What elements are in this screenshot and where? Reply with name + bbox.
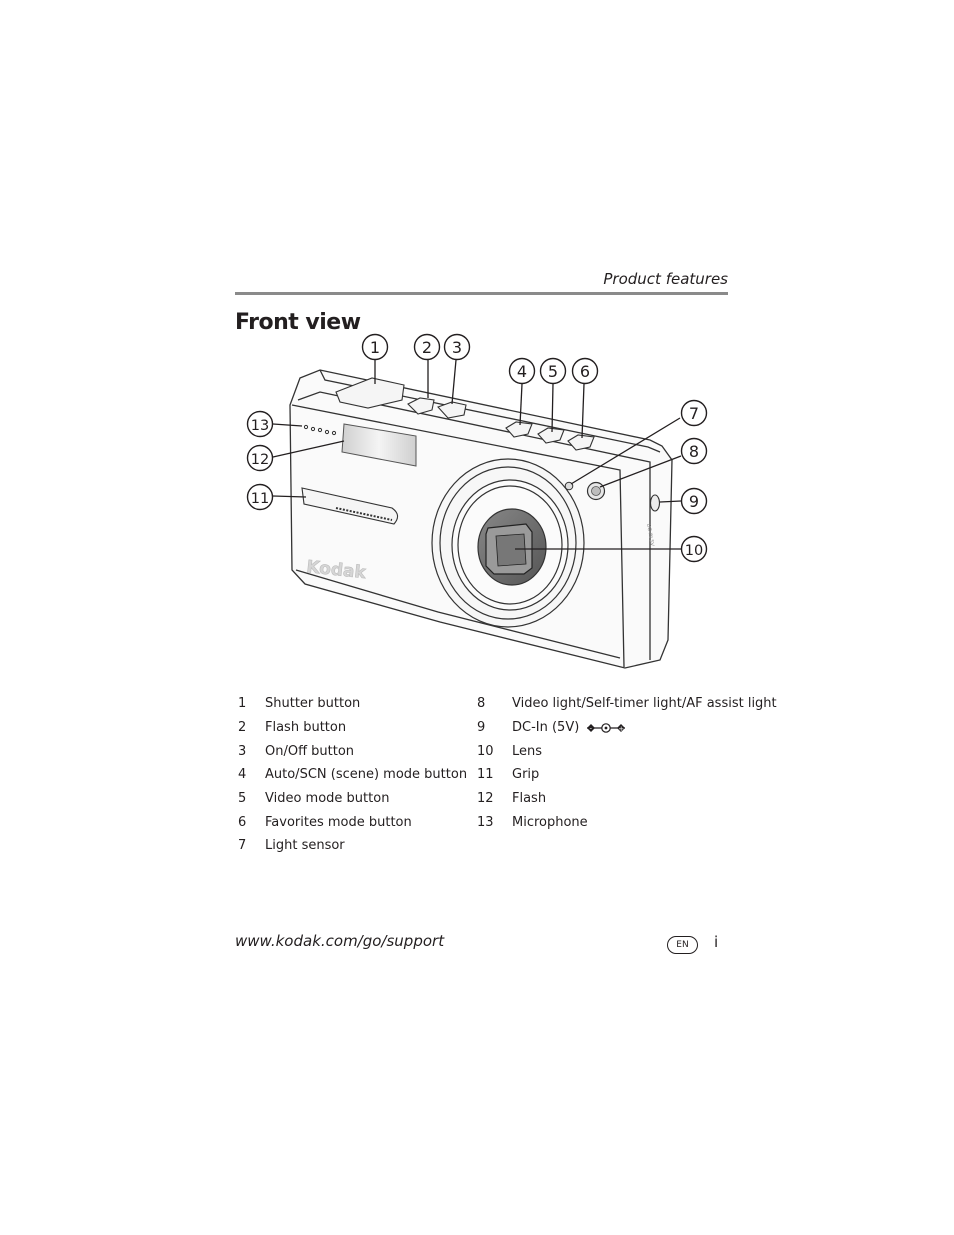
callout-1: 1 — [370, 338, 380, 357]
callout-4: 4 — [517, 362, 527, 381]
legend-label: Video light/Self-timer light/AF assist l… — [512, 696, 777, 712]
legend-label: Shutter button — [265, 696, 361, 712]
running-header: Product features — [603, 270, 728, 288]
callout-10: 10 — [685, 543, 703, 559]
legend-label: Grip — [512, 767, 540, 783]
dc-in-port — [649, 494, 661, 512]
svg-text:-: - — [590, 724, 593, 732]
page-number: i — [714, 933, 719, 951]
callout-5: 5 — [548, 362, 558, 381]
header-rule — [235, 292, 728, 295]
video-button-shape — [537, 427, 565, 444]
legend-label: Light sensor — [265, 838, 345, 854]
callout-8: 8 — [689, 442, 699, 461]
language-badge: EN — [667, 936, 698, 954]
callout-13: 13 — [251, 418, 269, 434]
legend-label: Microphone — [512, 814, 588, 830]
auto-scn-button-shape — [505, 421, 533, 438]
legend-label: Lens — [512, 743, 543, 759]
dc-polarity-icon: - + — [587, 722, 626, 733]
shutter-button — [335, 377, 405, 409]
callout-6: 6 — [580, 362, 590, 381]
legend-label: On/Off button — [265, 743, 355, 759]
legend-label: Flash button — [265, 720, 347, 736]
svg-text:DC-IN 5V: DC-IN 5V — [645, 523, 655, 547]
callout-leader-lines — [272, 359, 682, 550]
section-title: Front view — [235, 310, 361, 335]
support-url[interactable]: www.kodak.com/go/support — [235, 932, 445, 950]
callout-2: 2 — [422, 338, 432, 357]
callout-3: 3 — [452, 338, 462, 357]
callout-numbers: 1 2 3 4 5 6 7 8 9 10 11 12 13 — [251, 338, 703, 559]
legend-label: Auto/SCN (scene) mode button — [265, 767, 468, 783]
flash-button-shape — [407, 397, 435, 415]
legend-label: Video mode button — [265, 791, 390, 807]
svg-text:+: + — [619, 725, 625, 733]
microphone-dots — [303, 424, 337, 436]
callout-12: 12 — [251, 452, 269, 468]
power-button-shape — [437, 401, 467, 419]
callout-7: 7 — [689, 404, 699, 423]
light-sensor — [564, 481, 574, 491]
callout-markers — [246, 333, 708, 563]
legend-label: Flash — [512, 791, 547, 807]
top-buttons — [335, 377, 595, 451]
flash-window — [341, 423, 417, 467]
camera-front-view-figure: Kodak DC-IN 5V — [246, 333, 708, 669]
callout-11: 11 — [251, 491, 269, 507]
callout-9: 9 — [689, 492, 699, 511]
legend-label: Favorites mode button — [265, 814, 412, 830]
lens-assembly — [431, 458, 585, 628]
legend-label: DC-In (5V) — [512, 720, 580, 736]
favorites-button-shape — [567, 434, 595, 451]
grip — [301, 487, 399, 525]
